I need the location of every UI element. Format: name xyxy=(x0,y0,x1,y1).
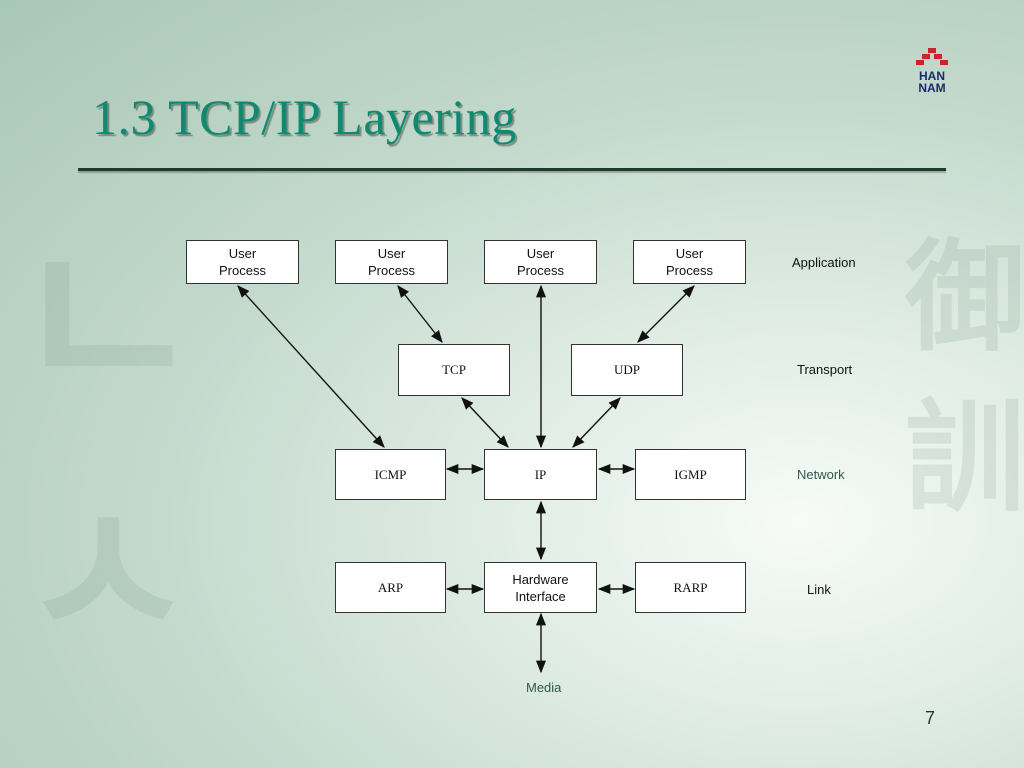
arrow-up1-icmp xyxy=(237,285,385,448)
node-igmp: IGMP xyxy=(635,449,746,500)
node-label-line-1: User xyxy=(228,246,257,261)
node-ip: IP xyxy=(484,449,597,500)
node-user-process-4: User Process xyxy=(633,240,746,284)
arrow-up4-udp xyxy=(637,285,695,343)
logo-text-line-2: NAM xyxy=(918,81,946,95)
node-udp: UDP xyxy=(571,344,683,396)
node-tcp: TCP xyxy=(398,344,510,396)
node-user-process-3: User Process xyxy=(484,240,597,284)
title-divider xyxy=(78,168,946,171)
node-label: UDP xyxy=(613,362,640,377)
node-hardware-interface: Hardware Interface xyxy=(484,562,597,613)
node-label-line-2: Interface xyxy=(515,588,566,604)
node-label: IGMP xyxy=(674,466,707,482)
node-user-process-2: User Process xyxy=(335,240,448,284)
node-label: ARP xyxy=(377,579,404,595)
node-label-line-1: User xyxy=(675,246,704,261)
arrow-up2-tcp xyxy=(397,285,443,343)
logo-text-line-1: HAN xyxy=(919,69,945,83)
layer-label-network: Network xyxy=(797,467,845,482)
background-calligraphy-right-2: 訓 xyxy=(905,387,1024,528)
node-arp: ARP xyxy=(335,562,446,613)
node-label: RARP xyxy=(673,579,708,595)
node-icmp: ICMP xyxy=(335,449,446,500)
node-label-line-2: Process xyxy=(666,263,713,278)
background-calligraphy-right: 御 xyxy=(905,227,1024,368)
node-label-line-2: Process xyxy=(517,263,564,278)
node-label: IP xyxy=(534,466,547,482)
layer-label-transport: Transport xyxy=(797,362,853,377)
node-rarp: RARP xyxy=(635,562,746,613)
node-user-process-1: User Process xyxy=(186,240,299,284)
node-label-line-1: User xyxy=(526,246,555,261)
layer-label-application: Application xyxy=(792,255,856,270)
hannam-logo: HAN NAM xyxy=(912,48,952,96)
node-label: ICMP xyxy=(374,466,407,482)
layer-label-link: Link xyxy=(807,582,831,597)
background-calligraphy-left-2: ㅅ xyxy=(20,462,195,685)
arrow-tcp-ip xyxy=(461,397,509,448)
slide-title: 1.3 TCP/IP Layering xyxy=(92,89,517,145)
logo-mark-icon xyxy=(916,48,948,65)
node-media: Media xyxy=(526,680,562,695)
node-label-line-1: Hardware xyxy=(512,571,569,587)
arrow-udp-ip xyxy=(572,397,621,448)
page-number: 7 xyxy=(925,708,936,728)
node-label: TCP xyxy=(442,362,466,377)
background-calligraphy-left: ㄴ xyxy=(10,196,204,443)
node-label-line-2: Process xyxy=(219,263,266,278)
node-label-line-2: Process xyxy=(368,263,415,278)
node-label-line-1: User xyxy=(377,246,406,261)
